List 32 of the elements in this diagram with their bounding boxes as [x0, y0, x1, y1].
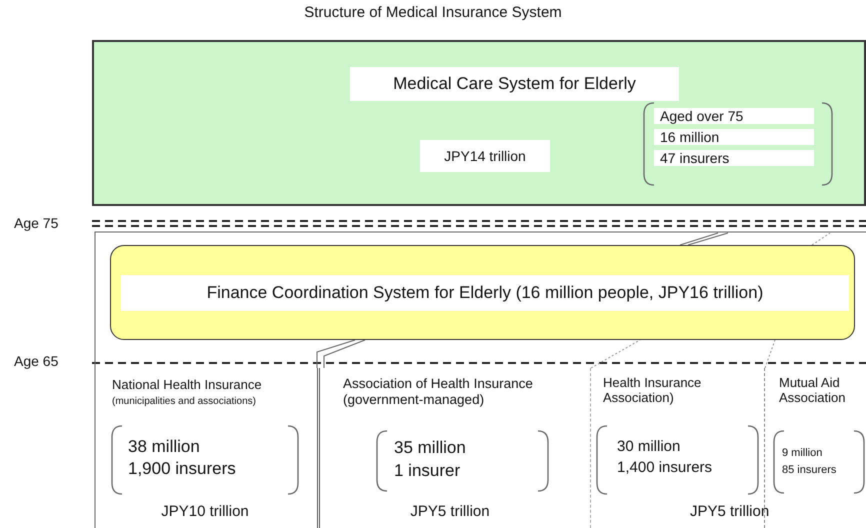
column-subheading: (municipalities and associations) [112, 396, 257, 408]
bracket-box [595, 425, 760, 495]
rounded-box [110, 245, 855, 340]
member-count: 35 million [394, 438, 467, 458]
member-count: 30 million [617, 438, 682, 456]
amount-text: JPY5 trillion [690, 503, 770, 520]
column-heading: National Health Insurance [112, 378, 263, 393]
amount-text: JPY5 trillion [409, 503, 491, 520]
amount-text: JPY14 trillion [420, 140, 550, 172]
member-count: 38 million [128, 437, 201, 457]
amount-text: JPY10 trillion [160, 503, 250, 520]
bracket-box [110, 425, 300, 495]
system-heading: Medical Care System for Elderly [350, 67, 679, 101]
bracket-box [375, 430, 550, 492]
bracket-box [642, 102, 834, 186]
system-heading: Finance Coordination System for Elderly (16 million people, JPY16 trillion) [121, 275, 849, 311]
bracket-box [772, 430, 866, 494]
insurer-count: 1,400 insurers [617, 459, 714, 476]
age-label: Age 75 [14, 215, 58, 232]
insurer-count: 1 insurer [394, 461, 462, 481]
system-band [92, 40, 866, 206]
count-text: 47 insurers [654, 150, 814, 166]
count-text: 16 million [654, 129, 814, 146]
member-count: 9 million [782, 447, 824, 460]
diagram-title: Structure of Medical Insurance System [303, 4, 563, 22]
column-heading: Health Insurance Association) [603, 376, 702, 406]
column-heading: Association of Health Insurance (government-managed) [343, 376, 534, 408]
age-text: Aged over 75 [654, 108, 814, 124]
age-label: Age 65 [14, 353, 58, 370]
column-heading: Mutual Aid Association [779, 376, 846, 406]
insurer-count: 1,900 insurers [128, 459, 237, 479]
insurer-count: 85 insurers [782, 464, 838, 477]
